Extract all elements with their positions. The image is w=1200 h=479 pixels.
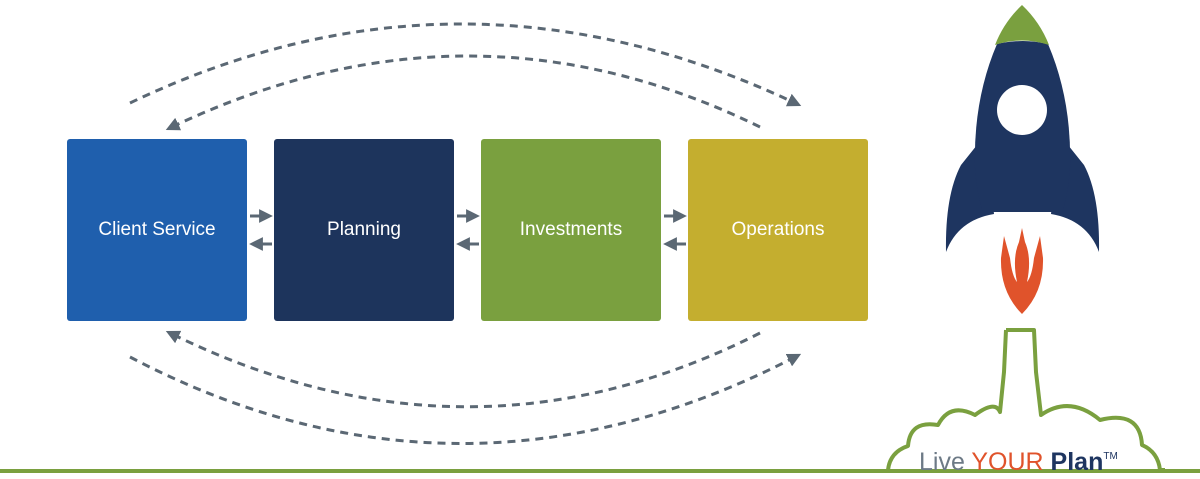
tagline-your: YOUR [971, 448, 1044, 476]
stage-label: Operations [731, 219, 825, 240]
connector-2-3 [456, 209, 480, 251]
stage-label: Investments [519, 219, 623, 240]
stage-client-service: Client Service [67, 139, 247, 321]
bottom-outer-arrow [129, 353, 802, 445]
bottom-inner-arrow [165, 330, 761, 409]
connector-1-2 [249, 209, 273, 251]
stage-planning: Planning [274, 139, 454, 321]
tagline-plan: Plan [1043, 448, 1104, 476]
connector-3-4 [663, 209, 687, 251]
rocket-window [997, 85, 1047, 135]
stage-investments: Investments [481, 139, 661, 321]
flame-icon [1000, 228, 1044, 314]
smoke-cloud-icon [886, 328, 1165, 472]
stage-label: Planning [327, 219, 401, 240]
tagline-live: Live [919, 448, 972, 476]
rocket-icon [945, 5, 1100, 252]
tagline: Live YOUR PlanTM [919, 450, 1118, 475]
stage-label: Client Service [98, 219, 216, 240]
trademark-mark: TM [1103, 451, 1118, 462]
top-inner-arrow [165, 54, 761, 131]
top-outer-arrow [129, 22, 802, 107]
stage-operations: Operations [688, 139, 868, 321]
rocket-nose [995, 5, 1049, 45]
